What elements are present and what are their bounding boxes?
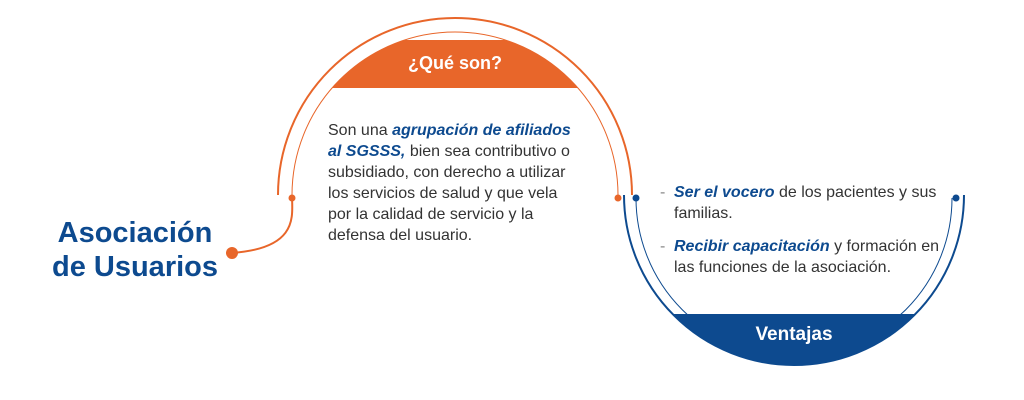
benefit-text: de los pacientes y sus familias. (674, 184, 937, 222)
title-dot (226, 247, 238, 259)
what-left-dot (288, 194, 296, 202)
benefits-list: -Ser el vocero de los pacientes y sus fa… (660, 182, 950, 290)
benefit-emphasis: Recibir capacitación (674, 238, 830, 255)
benefit-dash: - (660, 184, 666, 201)
what-right-dot (614, 194, 622, 202)
benefit-text: y formación en las funciones de la asoci… (674, 238, 940, 276)
what-description: Son una agrupación de afiliados al SGSSS… (328, 120, 578, 246)
benefits-right-dot (952, 194, 960, 202)
benefits-label: Ventajas (755, 324, 833, 345)
what-outer-arc (277, 17, 633, 196)
benefit-dash: - (660, 238, 666, 255)
what-text-before: Son una (328, 122, 393, 139)
main-title-line2: de Usuarios (52, 251, 218, 283)
connector-line (231, 194, 294, 254)
benefit-item: -Recibir capacitación y formación en las… (660, 236, 950, 278)
benefit-emphasis: Ser el vocero (674, 184, 775, 201)
what-text-after: bien sea contributivo o subsidiado, con … (328, 143, 570, 244)
main-title-line1: Asociación (57, 217, 213, 249)
what-emphasis: agrupación de afiliados al SGSSS, (328, 122, 571, 160)
benefit-item: -Ser el vocero de los pacientes y sus fa… (660, 182, 950, 224)
benefits-left-dot (632, 194, 640, 202)
main-title: Asociación de Usuarios (30, 216, 240, 284)
what-label: ¿Qué son? (408, 53, 502, 73)
what-inner-arc (291, 31, 619, 196)
